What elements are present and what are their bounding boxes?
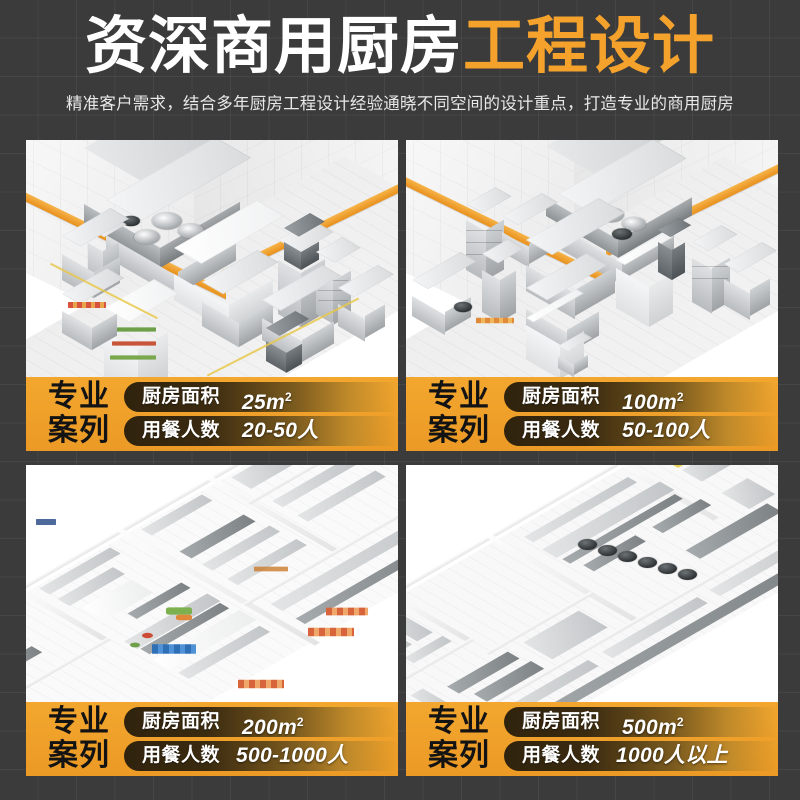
control-panel [36,519,56,525]
wok-burner [678,568,697,581]
work-bench [406,635,452,664]
kitchen-floorplan-xlarge [406,465,778,702]
page-title-orange: 工程设计 [463,12,716,81]
floorplan-layout [406,465,778,702]
produce-crates [68,302,106,308]
case-render-500 [406,465,778,702]
case-area-pill: 厨房面积 500m2 [504,707,778,739]
wok-burner [152,212,182,230]
area-label: 厨房面积 [522,711,601,732]
wok-burner [122,215,140,227]
diners-label: 用餐人数 [142,745,221,766]
wok-burner [134,229,160,245]
case-card-100[interactable]: 专业 案列 厨房面积 100m2 用餐人数 50-100人 [406,140,778,451]
area-label: 厨房面积 [522,386,601,407]
side-unit [681,465,732,482]
case-diners-pill: 用餐人数 1000人以上 [504,741,778,771]
diners-value: 1000人以上 [616,744,728,767]
case-info-bar-200: 专业 案列 厨房面积 200m2 用餐人数 500-1000人 [26,702,398,776]
diners-label: 用餐人数 [142,420,221,441]
wok-burner [638,556,657,569]
wok-burner [612,228,632,240]
case-info-bar-25: 专业 案列 厨房面积 25m2 用餐人数 20-50人 [26,377,398,451]
diners-value: 20-50人 [242,419,319,442]
partition-wall [26,646,116,702]
case-grid: 专业 案列 厨房面积 25m2 用餐人数 20-50人 [26,140,778,778]
case-diners-pill: 用餐人数 50-100人 [504,416,778,446]
area-value: 100m2 [622,390,684,414]
produce-tray [114,327,156,332]
page-header: 资深商用厨房工程设计 精准客户需求，结合多年厨房工程设计经验通晓不同空间的设计重… [0,0,800,132]
case-card-200[interactable]: 专业 案列 厨房面积 200m2 用餐人数 500-1000人 [26,465,398,776]
area-value: 500m2 [622,715,684,739]
case-area-pill: 厨房面积 100m2 [504,382,778,414]
case-badge: 专业 案列 [36,705,122,773]
case-badge-line2: 案列 [428,414,490,447]
work-bench [272,465,358,508]
case-card-500[interactable]: 专业 案列 厨房面积 500m2 用餐人数 1000人以上 [406,465,778,776]
produce-crates [238,679,284,689]
diners-value: 500-1000人 [236,744,349,767]
diners-value: 50-100人 [622,419,711,442]
case-card-25[interactable]: 专业 案列 厨房面积 25m2 用餐人数 20-50人 [26,140,398,451]
wok-burner [622,217,646,231]
shelf-accent [254,566,288,572]
case-badge-line2: 案列 [48,739,110,772]
case-render-200 [26,465,398,702]
case-badge: 专业 案列 [416,380,502,448]
produce-greens [130,642,140,648]
area-value: 200m2 [242,715,304,739]
produce-crates [308,627,354,637]
case-info-bar-100: 专业 案列 厨房面积 100m2 用餐人数 50-100人 [406,377,778,451]
page-title: 资深商用厨房工程设计 [0,14,800,80]
case-area-pill: 厨房面积 25m2 [124,382,398,414]
sink-basin [454,301,472,313]
floorplan-layout [26,465,398,702]
case-info-bar-500: 专业 案列 厨房面积 500m2 用餐人数 1000人以上 [406,702,778,776]
dishwash-racks [523,610,608,660]
case-badge-line1: 专业 [48,705,110,738]
produce-crates [326,607,368,616]
wok-burner [578,538,597,551]
wok-burner [658,562,677,575]
case-badge: 专业 案列 [416,705,502,773]
case-diners-pill: 用餐人数 500-1000人 [124,741,398,771]
produce-crates [476,317,514,324]
wok-burner [618,550,637,563]
produce-tomato [142,632,153,639]
diners-label: 用餐人数 [522,420,601,441]
diners-label: 用餐人数 [522,745,601,766]
page-title-white: 资深商用厨房 [84,12,463,81]
case-badge-line1: 专业 [428,705,490,738]
case-area-pill: 厨房面积 200m2 [124,707,398,739]
kitchen-floorplan-large [26,465,398,702]
partition-wall [26,637,111,702]
case-render-100 [406,140,778,377]
case-render-25 [26,140,398,377]
produce-greens [166,607,192,615]
produce-carrot [176,614,192,621]
case-diners-pill: 用餐人数 20-50人 [124,416,398,446]
area-label: 厨房面积 [142,386,221,407]
kitchen-3d-scene-medium [406,140,778,377]
produce-tray [112,341,156,346]
area-value: 25m2 [242,390,292,414]
blue-crates [152,644,196,654]
case-badge: 专业 案列 [36,380,122,448]
case-badge-line2: 案列 [428,739,490,772]
page-subtitle: 精准客户需求，结合多年厨房工程设计经验通晓不同空间的设计重点，打造专业的商用厨房 [66,95,734,113]
case-badge-line1: 专业 [48,380,110,413]
area-label: 厨房面积 [142,711,221,732]
wire-shelving [410,688,460,702]
kitchen-3d-scene-small [26,140,398,377]
wok-burner [598,544,617,557]
produce-tray [110,355,156,360]
case-badge-line2: 案列 [48,414,110,447]
case-badge-line1: 专业 [428,380,490,413]
